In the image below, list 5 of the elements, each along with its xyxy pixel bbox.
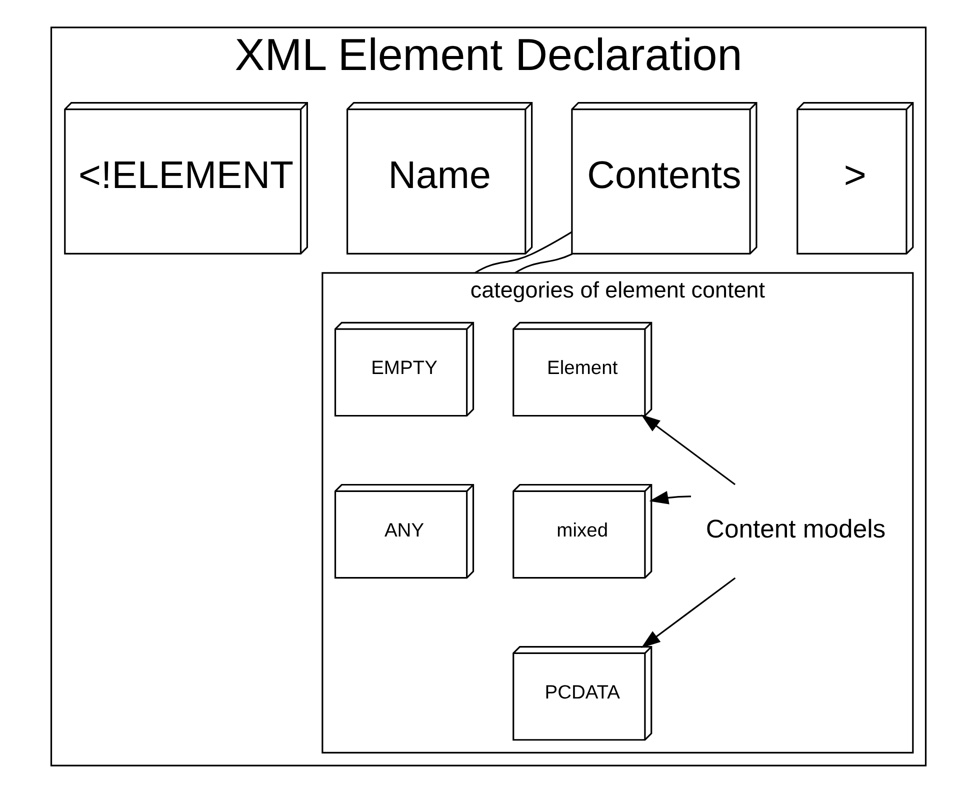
arrow bbox=[641, 577, 736, 648]
connector bbox=[514, 253, 572, 274]
arrow bbox=[641, 414, 736, 486]
arrow bbox=[649, 491, 691, 504]
node-text: Content models bbox=[706, 515, 886, 544]
